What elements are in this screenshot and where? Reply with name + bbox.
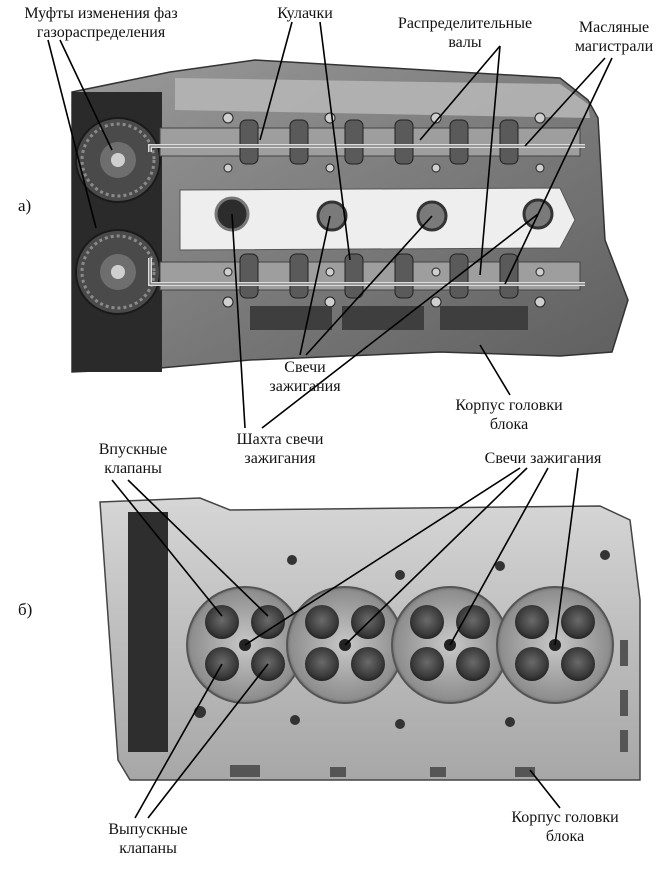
label-cams: Кулачки	[277, 5, 333, 22]
label-oil-lines: Масляные магистрали	[574, 19, 654, 55]
cam-phaser-lower	[75, 229, 161, 315]
label-phase-couplings: Муфты изменения фаз газораспределения	[24, 5, 178, 41]
label-camshafts: Распределительные валы	[397, 15, 533, 51]
label-exhaust-valves: Выпускные клапаны	[108, 821, 188, 857]
panel-b-marker: б)	[18, 600, 33, 619]
label-head-body-b: Корпус головки блока	[511, 809, 619, 845]
panel-a-marker: а)	[18, 196, 32, 215]
label-plug-well: Шахта свечи зажигания	[236, 431, 324, 467]
label-intake-valves: Впускные клапаны	[98, 441, 168, 477]
panel-b-leader-lines	[111, 467, 579, 819]
panel-a-leader-lines	[47, 21, 613, 429]
panel-a-photo	[71, 59, 629, 373]
label-spark-plugs-a: Свечи зажигания	[269, 359, 341, 395]
label-spark-plugs-b: Свечи зажигания	[484, 450, 602, 467]
label-head-body-a: Корпус головки блока	[455, 397, 563, 433]
spark-plug-wells	[214, 196, 554, 232]
cam-phaser-upper	[75, 117, 161, 203]
